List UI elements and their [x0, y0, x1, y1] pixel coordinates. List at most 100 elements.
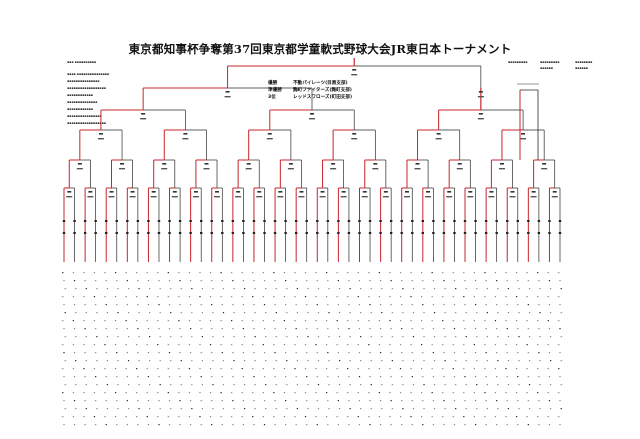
- roster-dot: [452, 296, 454, 298]
- result-rank: 3位: [268, 95, 276, 100]
- roster-dot: [527, 304, 529, 306]
- roster-dot: [294, 320, 296, 322]
- roster-dot: [338, 336, 341, 338]
- team-seed-mark: [337, 232, 340, 234]
- roster-dot: [296, 408, 298, 410]
- roster-dot: [307, 384, 309, 386]
- roster-dot: [73, 304, 76, 306]
- roster-dot: [560, 408, 562, 410]
- roster-dot: [304, 416, 307, 418]
- roster-dot: [526, 368, 528, 370]
- roster-dot: [273, 320, 275, 322]
- score-mark: [541, 168, 548, 170]
- roster-dot: [337, 400, 339, 402]
- note-line: ▪▪▪▪▪▪▪▪▪▪▪▪: [67, 93, 93, 97]
- roster-dot: [432, 376, 434, 378]
- score-mark: [457, 163, 462, 165]
- roster-dot: [336, 344, 338, 346]
- note-line: ▪▪▪▪▪▪▪▪▪: [540, 60, 560, 64]
- result-rank: 準優勝: [268, 88, 282, 93]
- roster-dot: [199, 272, 201, 274]
- team-seed-mark: [178, 232, 182, 234]
- roster-dot: [422, 376, 424, 378]
- roster-dot: [526, 392, 528, 394]
- roster-dot: [518, 336, 520, 338]
- roster-dot: [190, 328, 192, 330]
- roster-dot: [286, 360, 288, 362]
- roster-dot: [506, 304, 508, 306]
- roster-dot: [452, 272, 454, 274]
- roster-dot: [294, 416, 296, 418]
- roster-dot: [465, 360, 467, 362]
- roster-dot: [547, 272, 549, 274]
- roster-dot: [505, 344, 507, 346]
- roster-dot: [442, 368, 444, 370]
- score-mark: [414, 168, 421, 170]
- roster-dot: [559, 328, 561, 330]
- roster-dot: [285, 304, 287, 306]
- roster-dot: [463, 272, 465, 274]
- roster-dot: [304, 344, 307, 346]
- roster-dot: [431, 296, 433, 298]
- roster-dot: [347, 392, 349, 394]
- roster-dot: [221, 280, 223, 282]
- team-seed-mark: [442, 220, 446, 222]
- roster-dot: [347, 344, 349, 346]
- roster-dot: [265, 336, 267, 338]
- team-seed-mark: [421, 220, 425, 222]
- roster-dot: [211, 280, 213, 282]
- team-seed-mark: [105, 232, 108, 234]
- roster-dot: [473, 272, 475, 274]
- roster-dot: [369, 400, 371, 402]
- roster-dot: [232, 328, 234, 330]
- roster-dot: [507, 384, 510, 386]
- roster-dot: [528, 360, 531, 362]
- roster-dot: [138, 336, 140, 338]
- roster-dot: [127, 408, 130, 410]
- roster-dot: [476, 288, 478, 290]
- roster-dot: [137, 304, 139, 306]
- roster-dot: [464, 376, 466, 378]
- roster-dot: [73, 280, 76, 282]
- score-mark: [510, 191, 515, 193]
- roster-dot: [315, 416, 317, 418]
- roster-dot: [212, 312, 214, 314]
- team-seed-mark: [506, 232, 509, 234]
- roster-dot: [526, 272, 528, 274]
- roster-dot: [431, 344, 433, 346]
- roster-dot: [485, 352, 487, 354]
- roster-dot: [126, 424, 128, 426]
- roster-dot: [63, 400, 65, 402]
- roster-dot: [63, 352, 65, 354]
- roster-dot: [465, 384, 467, 386]
- score-mark: [341, 191, 346, 193]
- score-mark: [352, 133, 357, 135]
- roster-dot: [518, 360, 520, 362]
- roster-dot: [253, 376, 255, 378]
- roster-dot: [527, 424, 529, 426]
- team-seed-mark: [537, 220, 541, 222]
- roster-dot: [378, 296, 380, 298]
- roster-dot: [315, 296, 317, 298]
- roster-dot: [421, 320, 423, 322]
- note-line: ▪▪▪ ▪▪▪▪▪▪▪▪▪▪: [67, 60, 97, 64]
- roster-dot: [476, 384, 478, 386]
- roster-dot: [253, 304, 255, 306]
- roster-dot: [93, 344, 96, 346]
- note-line: ▪▪▪▪ ▪▪▪▪▪▪▪▪▪▪▪▪▪▪▪: [67, 72, 110, 76]
- roster-dot: [497, 288, 499, 290]
- score-mark: [520, 138, 527, 140]
- roster-dot: [560, 312, 562, 314]
- roster-dot: [96, 408, 98, 410]
- roster-dot: [146, 416, 148, 418]
- roster-dot: [84, 328, 86, 330]
- score-mark: [499, 163, 504, 165]
- roster-dot: [326, 416, 328, 418]
- roster-dot: [358, 352, 361, 354]
- roster-dot: [200, 304, 202, 306]
- roster-dot: [190, 400, 192, 402]
- roster-dot: [484, 296, 486, 298]
- roster-dot: [178, 344, 180, 346]
- roster-dot: [306, 328, 308, 330]
- score-mark: [225, 91, 230, 93]
